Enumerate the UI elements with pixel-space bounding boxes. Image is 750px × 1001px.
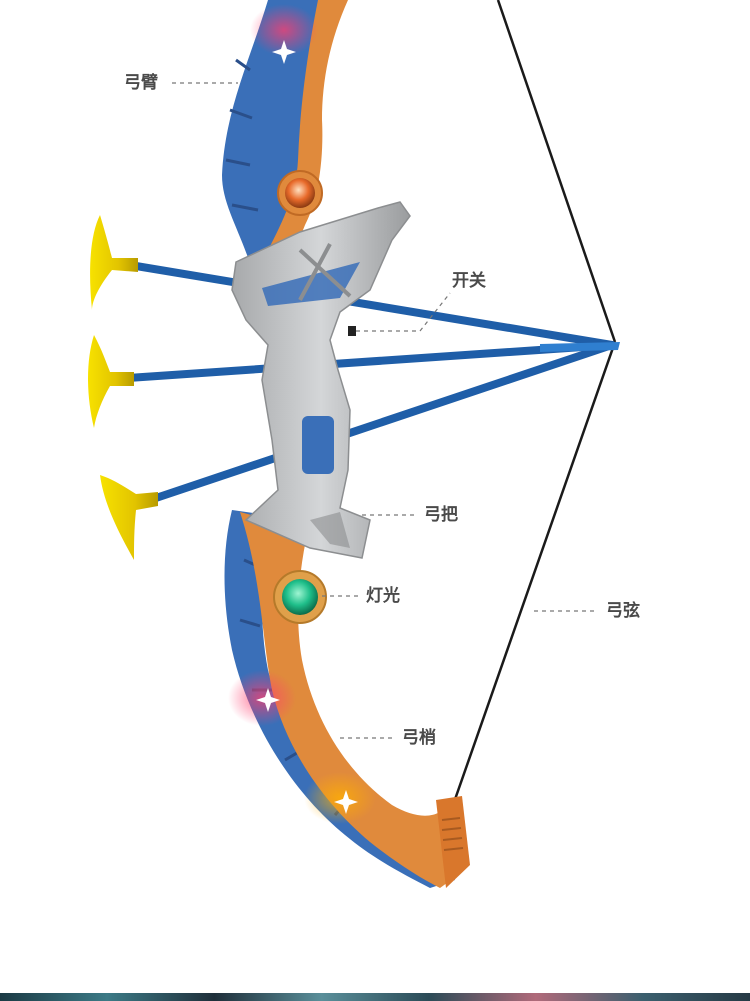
label-switch: 开关 [452, 271, 486, 291]
arrow-shaft-2 [124, 341, 616, 382]
upper-limb [222, 0, 348, 270]
bowstring-lower [450, 341, 617, 809]
lower-light [273, 570, 327, 624]
leader-lines [172, 82, 598, 739]
sparkles [256, 40, 358, 814]
label-bow-arm: 弓臂 [124, 73, 158, 93]
suction-cup-3 [100, 475, 158, 560]
label-light: 灯光 [366, 586, 400, 606]
switch-button [348, 326, 356, 336]
suction-cup-1 [90, 215, 138, 310]
bottom-decorative-strip [0, 993, 750, 1001]
bowstring-upper [496, 0, 617, 343]
arrow-shaft-3 [146, 341, 616, 504]
label-bowstring: 弓弦 [606, 601, 640, 621]
upper-light [277, 170, 323, 216]
arrows [88, 215, 620, 560]
label-grip: 弓把 [424, 505, 458, 525]
riser [231, 201, 411, 559]
leader-switch [356, 292, 451, 332]
label-bow-tip: 弓梢 [402, 728, 436, 748]
suction-cup-2 [88, 335, 134, 428]
arrow-shaft-1 [126, 261, 616, 349]
arrow-nock [540, 342, 620, 352]
